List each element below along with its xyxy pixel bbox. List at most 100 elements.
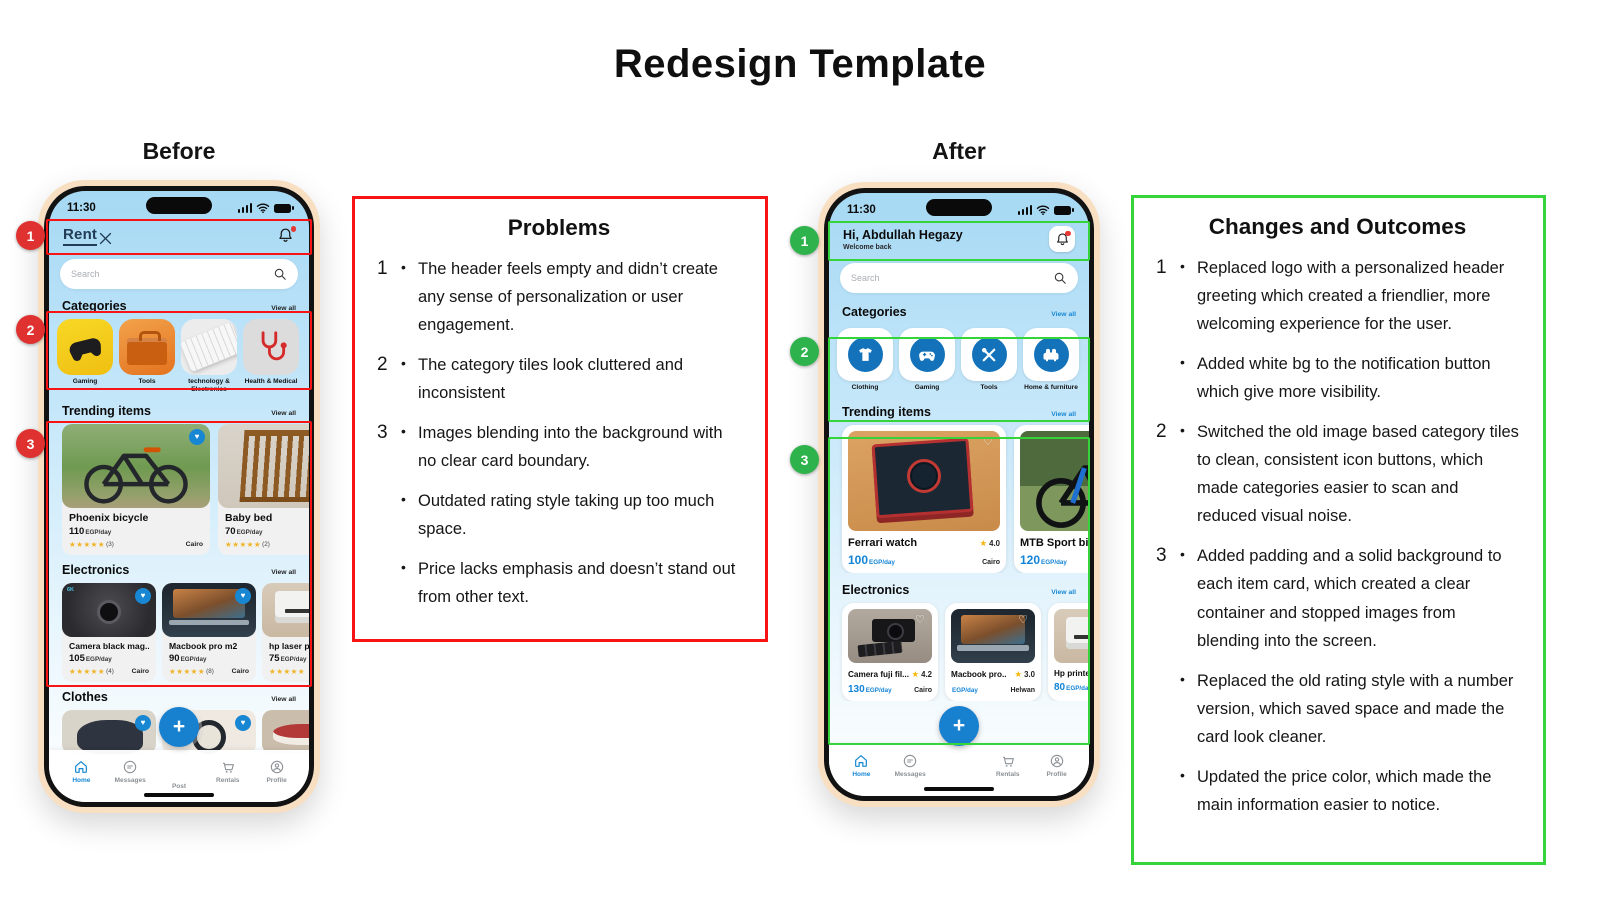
favorite-icon[interactable]: ♥ bbox=[135, 588, 151, 605]
dynamic-island bbox=[926, 199, 992, 216]
nav-home[interactable]: Home bbox=[59, 759, 103, 784]
nav-rentals[interactable]: Rentals bbox=[986, 753, 1030, 778]
trending-view-all[interactable]: View all bbox=[1051, 411, 1076, 419]
after-label: After bbox=[932, 138, 986, 164]
categories-title: Categories bbox=[62, 299, 127, 313]
greeting-block: Hi, Abdullah Hegazy Welcome back bbox=[843, 228, 963, 251]
search-bar[interactable]: Search bbox=[840, 263, 1078, 293]
item-card-hp-laser[interactable]: hp laser p 75EGP/day ★★★★★ bbox=[262, 583, 309, 683]
favorite-icon[interactable]: ♡ bbox=[1018, 614, 1028, 627]
categories-view-all[interactable]: View all bbox=[1051, 311, 1076, 318]
category-tile-technology[interactable]: technology & Electronics bbox=[181, 319, 237, 394]
clothes-photo-jacket[interactable]: ♥ bbox=[62, 710, 156, 755]
item-card-camera[interactable]: 6K ♥ Camera black mag... 105EGP/day ★★★★… bbox=[62, 583, 156, 683]
notification-bell-button[interactable] bbox=[277, 226, 296, 245]
tools-photo bbox=[119, 319, 175, 375]
nav-profile[interactable]: Profile bbox=[1035, 753, 1079, 778]
post-fab-button[interactable]: + bbox=[159, 707, 199, 747]
item-card-macbook[interactable]: ♥ Macbook pro m2 90EGP/day ★★★★★ (8) Cai… bbox=[162, 583, 256, 683]
before-phone-mockup: 11:30 Rent bbox=[38, 180, 320, 813]
notification-dot bbox=[1065, 230, 1071, 236]
rentx-logo[interactable]: Rent bbox=[63, 226, 113, 246]
cart-icon bbox=[222, 762, 234, 773]
signal-icon bbox=[237, 203, 252, 213]
trending-title: Trending items bbox=[62, 404, 151, 419]
macbook-photo: ♡ bbox=[951, 609, 1035, 664]
search-icon bbox=[274, 268, 286, 280]
item-card-ferrari-watch[interactable]: ♡ Ferrari watch ★4.0 100EGP/day Cairo bbox=[842, 425, 1006, 574]
category-tile-clothing[interactable]: Clothing bbox=[837, 328, 893, 392]
annotation-badge-1: 1 bbox=[16, 221, 45, 250]
phone-bezel: 11:30 Hi, Abdullah Hegazy Welcome back bbox=[824, 188, 1094, 801]
trending-view-all[interactable]: View all bbox=[271, 410, 296, 418]
change-item: • Updated the price color, which made th… bbox=[1180, 766, 1492, 814]
trending-title: Trending items bbox=[842, 405, 931, 420]
item-card-macbook[interactable]: ♡ Macbook pro.. ★3.0 EGP/day Helwan bbox=[945, 603, 1041, 702]
clothes-view-all[interactable]: View all bbox=[271, 696, 296, 704]
favorite-icon[interactable]: ♡ bbox=[915, 614, 925, 627]
clothes-photo-shoes[interactable] bbox=[262, 710, 309, 755]
macbook-photo: ♥ bbox=[162, 583, 256, 638]
clothes-title: Clothes bbox=[62, 690, 108, 705]
rating: ★3.0 bbox=[1014, 669, 1035, 680]
favorite-icon[interactable]: ♥ bbox=[189, 429, 205, 446]
change-item: • Added white bg to the notification but… bbox=[1180, 354, 1491, 402]
home-indicator bbox=[144, 793, 214, 797]
electronics-view-all[interactable]: View all bbox=[1051, 589, 1076, 597]
item-card-hp-printer[interactable]: Hp printer 80EGP/day bbox=[1048, 603, 1089, 702]
after-screen: 11:30 Hi, Abdullah Hegazy Welcome back bbox=[829, 193, 1089, 796]
subgreeting-text: Welcome back bbox=[843, 243, 892, 251]
camera-fuji-photo: ♡ bbox=[848, 609, 932, 664]
signal-icon bbox=[1017, 205, 1032, 215]
profile-icon bbox=[1050, 754, 1063, 767]
nav-rentals[interactable]: Rentals bbox=[206, 759, 250, 784]
favorite-icon[interactable]: ♥ bbox=[135, 715, 151, 732]
category-tile-gaming[interactable]: Gaming bbox=[57, 319, 113, 394]
keyboard-photo bbox=[181, 319, 237, 375]
annotation-badge-3: 3 bbox=[16, 429, 45, 458]
electronics-title: Electronics bbox=[62, 563, 130, 578]
profile-icon bbox=[270, 760, 283, 773]
post-fab-button[interactable]: + bbox=[939, 706, 979, 746]
favorite-icon[interactable]: ♡ bbox=[983, 436, 993, 449]
wifi-icon bbox=[1036, 205, 1050, 215]
problems-title: Problems bbox=[507, 215, 611, 240]
gamepad-icon bbox=[69, 338, 101, 361]
mtb-bike-photo bbox=[1020, 431, 1089, 532]
nav-home[interactable]: Home bbox=[839, 753, 883, 778]
category-tile-health[interactable]: Health & Medical bbox=[243, 319, 299, 394]
problem-item: 1• The header feels empty and didn’t cre… bbox=[377, 258, 718, 335]
item-card-baby-bed[interactable]: Baby bed 70EGP/day ★★★★★ (2) bbox=[218, 424, 309, 556]
item-card-phoenix-bicycle[interactable]: ♥ Phoenix bicycle 110EGP/day ★★★★★ (3) C… bbox=[62, 424, 210, 556]
nav-post[interactable]: Post bbox=[171, 783, 187, 790]
nav-messages[interactable]: Messages bbox=[108, 759, 152, 784]
item-location: Cairo bbox=[185, 541, 203, 549]
change-item: 3• Added padding and a solid background … bbox=[1156, 545, 1502, 650]
category-tile-home-furniture[interactable]: Home & furniture bbox=[1023, 328, 1079, 392]
changes-title: Changes and Outcomes bbox=[1208, 214, 1467, 239]
category-tile-tools[interactable]: Tools bbox=[119, 319, 175, 394]
trending-row: ♡ Ferrari watch ★4.0 100EGP/day Cairo bbox=[829, 419, 1089, 574]
item-card-mtb-bike[interactable]: MTB Sport bik 120EGP/day bbox=[1014, 425, 1089, 574]
item-price: 100EGP/day bbox=[848, 553, 895, 568]
search-bar[interactable]: Search bbox=[60, 259, 298, 289]
problem-item: 3• Images blending into the background w… bbox=[377, 422, 723, 471]
status-time: 11:30 bbox=[67, 202, 96, 214]
item-price: 70EGP/day bbox=[225, 526, 263, 538]
home-indicator bbox=[924, 787, 994, 791]
item-price: 120EGP/day bbox=[1020, 553, 1067, 568]
sofa-icon bbox=[1033, 337, 1069, 372]
categories-view-all[interactable]: View all bbox=[271, 305, 296, 312]
nav-profile[interactable]: Profile bbox=[255, 759, 299, 784]
notification-bell-button[interactable] bbox=[1049, 226, 1075, 252]
nav-messages[interactable]: Messages bbox=[888, 753, 932, 778]
category-tile-gaming[interactable]: Gaming bbox=[899, 328, 955, 392]
before-screen: 11:30 Rent bbox=[49, 191, 309, 802]
category-tile-tools[interactable]: Tools bbox=[961, 328, 1017, 392]
favorite-icon[interactable]: ♥ bbox=[235, 715, 251, 732]
item-price: 110EGP/day bbox=[69, 526, 112, 538]
favorite-icon[interactable]: ♥ bbox=[235, 588, 251, 605]
item-card-camera-fuji[interactable]: ♡ Camera fuji fil... ★4.2 130EGP/day Cai… bbox=[842, 603, 938, 702]
electronics-view-all[interactable]: View all bbox=[271, 569, 296, 577]
annotation-badge-2: 2 bbox=[16, 315, 45, 344]
